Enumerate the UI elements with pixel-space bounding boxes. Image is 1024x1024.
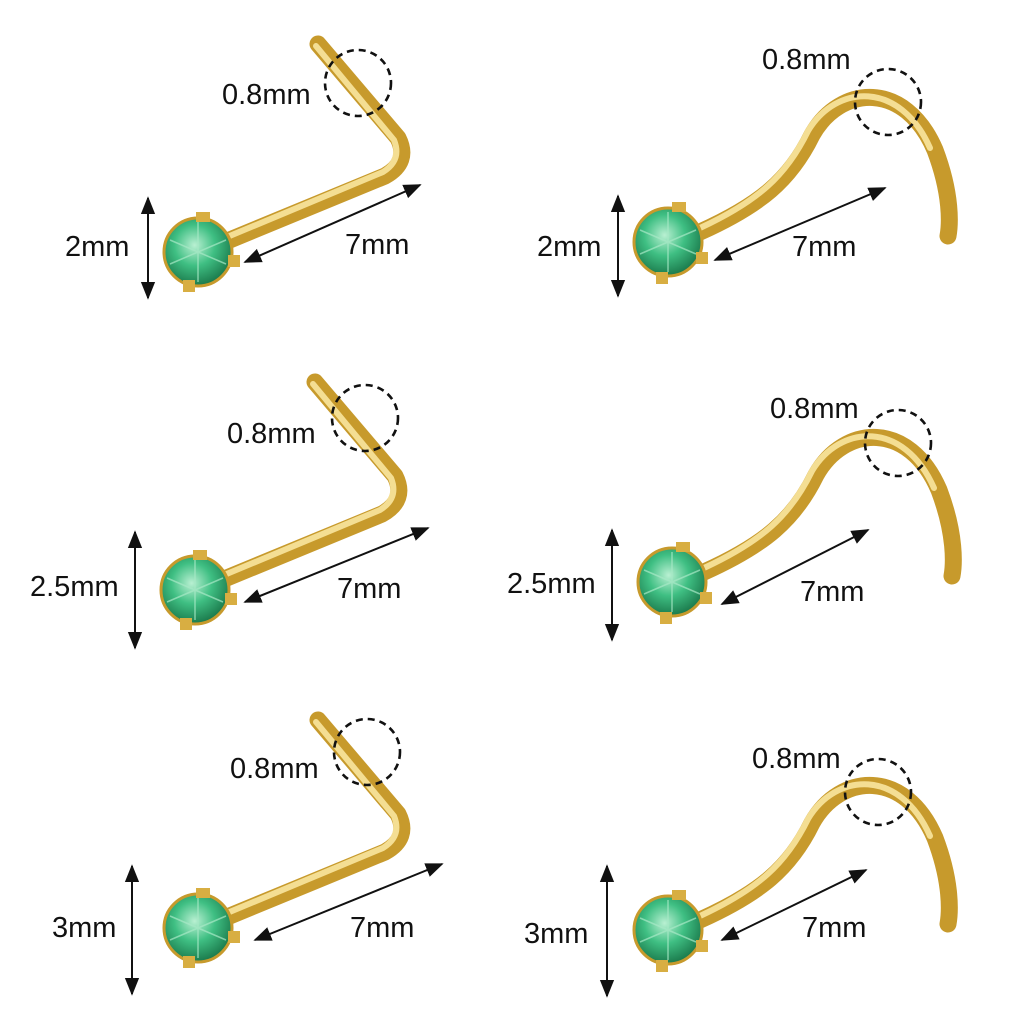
gauge-label: 0.8mm: [230, 753, 319, 785]
gauge-marker: [323, 48, 393, 118]
gem-size-label: 3mm: [52, 912, 116, 944]
stud-4-screw: 0.8mm 2.5mm 7mm: [507, 393, 953, 642]
stud-2-screw: 0.8mm 2mm 7mm: [537, 44, 949, 298]
length-label: 7mm: [337, 573, 401, 605]
length-label: 7mm: [802, 912, 866, 944]
gauge-label: 0.8mm: [227, 418, 316, 450]
gem-size-label: 2mm: [65, 231, 129, 263]
gauge-marker: [863, 408, 933, 478]
length-arrow: [243, 527, 430, 603]
length-label: 7mm: [792, 231, 856, 263]
length-label: 7mm: [345, 229, 409, 261]
gauge-label: 0.8mm: [222, 79, 311, 111]
length-label: 7mm: [350, 912, 414, 944]
stud-5-l-shape: 0.8mm 3mm 7mm: [52, 717, 444, 996]
length-label: 7mm: [800, 576, 864, 608]
length-arrow: [243, 184, 422, 263]
gem-size-label: 2.5mm: [30, 571, 119, 603]
length-arrow: [720, 869, 868, 941]
gauge-marker: [853, 67, 923, 137]
stud-1-l-shape: 0.8mm 2mm 7mm: [65, 44, 422, 298]
length-arrow: [253, 863, 444, 941]
gem-size-label: 3mm: [524, 918, 588, 950]
stud-3-l-shape: 0.8mm 2.5mm 7mm: [30, 382, 430, 650]
length-arrow: [720, 529, 870, 605]
gauge-label: 0.8mm: [770, 393, 859, 425]
gauge-marker: [330, 383, 400, 453]
gauge-label: 0.8mm: [762, 44, 851, 76]
gauge-marker: [843, 757, 913, 827]
gem-size-label: 2mm: [537, 231, 601, 263]
gem-size-label: 2.5mm: [507, 568, 596, 600]
gauge-marker: [332, 717, 402, 787]
gauge-label: 0.8mm: [752, 743, 841, 775]
stud-6-screw: 0.8mm 3mm 7mm: [524, 743, 949, 998]
length-arrow: [713, 187, 887, 261]
